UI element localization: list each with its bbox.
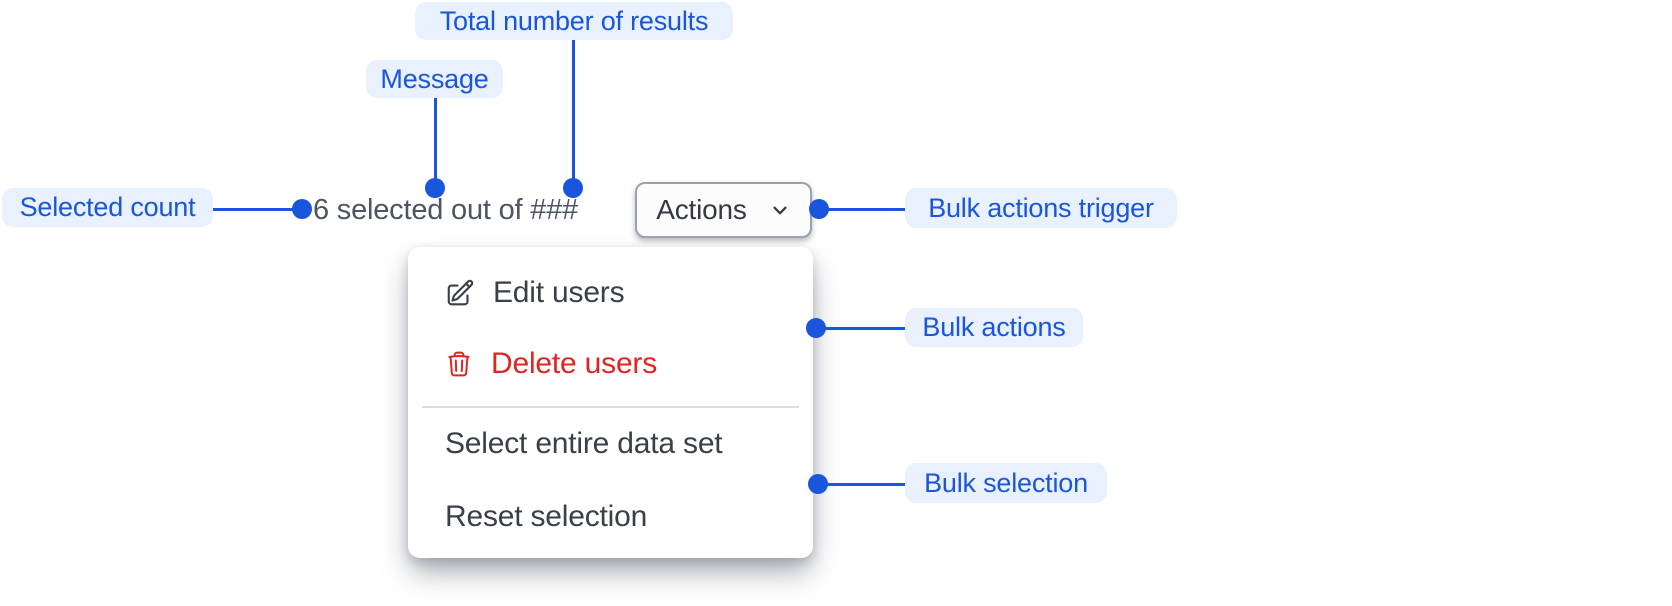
menu-item-edit-users[interactable]: Edit users <box>408 257 813 329</box>
menu-item-label: Delete users <box>491 347 658 380</box>
connector-dot-total-results <box>563 178 583 198</box>
annotation-bulk-actions: Bulk actions <box>905 308 1083 347</box>
bulk-actions-dropdown-menu: Edit users Delete users Select entire da… <box>408 247 813 558</box>
connector-dot-bulk-actions-trigger <box>809 199 829 219</box>
connector-line-selected-count <box>213 208 302 211</box>
actions-button-label: Actions <box>656 194 747 225</box>
connector-line-total-results <box>572 40 575 188</box>
annotation-message: Message <box>366 60 503 98</box>
chevron-down-icon <box>769 199 791 221</box>
connector-line-bulk-actions <box>816 327 905 330</box>
menu-item-delete-users[interactable]: Delete users <box>408 328 813 400</box>
menu-divider <box>422 406 799 408</box>
selection-count-message: 6 selected out of ### <box>313 194 579 226</box>
connector-line-message <box>434 98 437 188</box>
connector-dot-message <box>425 178 445 198</box>
connector-dot-selected-count <box>292 199 312 219</box>
trash-icon <box>445 350 473 378</box>
menu-item-reset-selection[interactable]: Reset selection <box>408 481 813 553</box>
menu-item-select-entire-data-set[interactable]: Select entire data set <box>408 409 813 479</box>
annotation-bulk-selection: Bulk selection <box>905 463 1107 503</box>
bulk-actions-trigger-button[interactable]: Actions <box>635 182 812 238</box>
annotation-total-results: Total number of results <box>415 2 733 40</box>
menu-item-label: Edit users <box>493 276 625 309</box>
pencil-square-icon <box>445 278 475 308</box>
connector-dot-bulk-actions <box>806 318 826 338</box>
annotation-selected-count: Selected count <box>2 188 213 227</box>
connector-dot-bulk-selection <box>808 474 828 494</box>
menu-item-label: Reset selection <box>445 500 648 533</box>
connector-line-bulk-actions-trigger <box>819 208 905 211</box>
connector-line-bulk-selection <box>818 483 905 486</box>
menu-item-label: Select entire data set <box>445 427 723 460</box>
annotation-bulk-actions-trigger: Bulk actions trigger <box>905 188 1177 228</box>
